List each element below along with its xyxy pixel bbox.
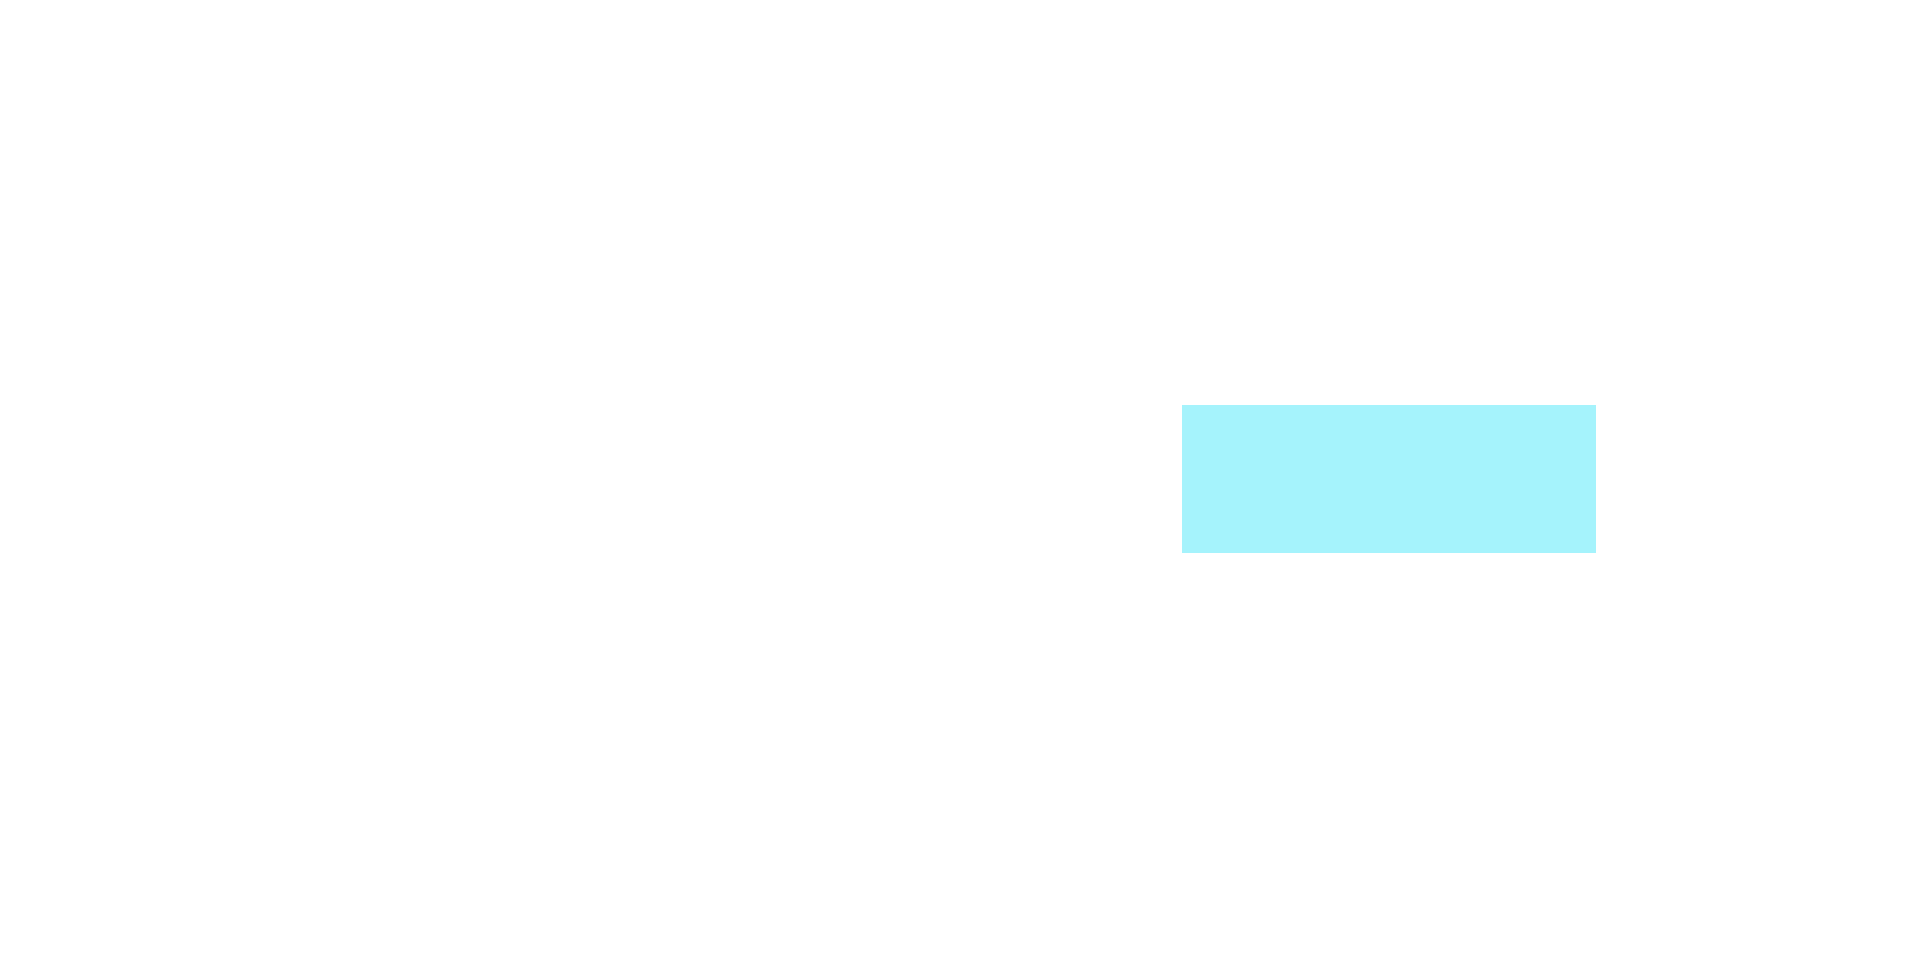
cyan-highlight-rectangle — [1182, 405, 1596, 553]
